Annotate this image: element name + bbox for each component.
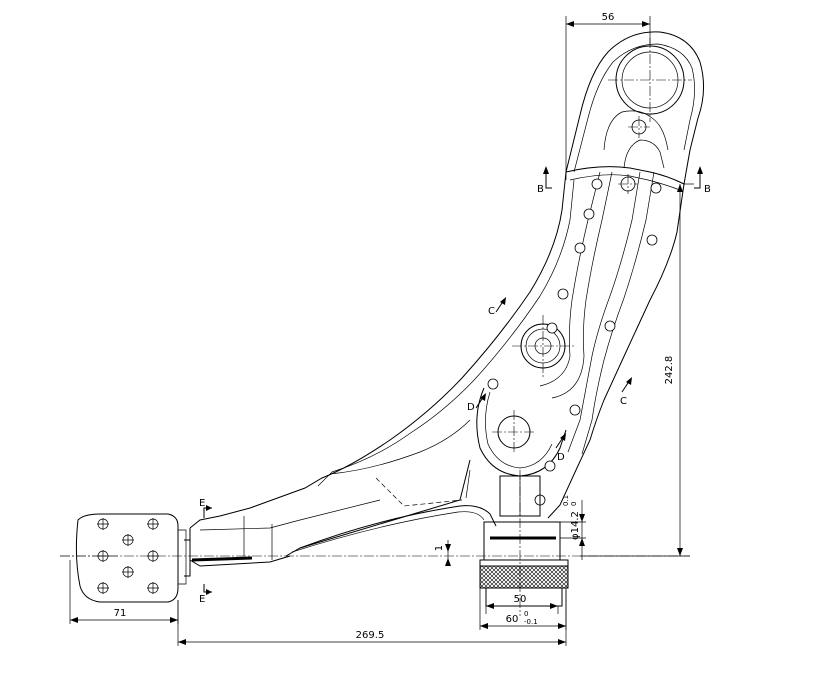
dim-bushing-inner: 50 xyxy=(485,594,559,614)
small-bore-upper xyxy=(628,116,650,138)
ball-joint-bore xyxy=(512,315,574,377)
section-c-upper-text: C xyxy=(488,306,495,317)
section-e-lower: E xyxy=(199,584,212,605)
section-b-right: B xyxy=(694,166,711,195)
dim-overall-length-text: 269.5 xyxy=(356,630,385,641)
dim-bushing-inner-text: 50 xyxy=(514,594,527,605)
section-b-right-text: B xyxy=(704,184,711,195)
rib-holes xyxy=(487,178,662,506)
section-d-right-text: D xyxy=(557,452,565,463)
section-d-left-text: D xyxy=(467,402,475,413)
top-eye-bore xyxy=(608,38,692,122)
dim-bushing-dia: φ14.2 0.1 0 xyxy=(560,495,586,560)
dim-bushing-dia-tol-lower: 0 xyxy=(570,502,578,506)
bushing-knurl xyxy=(479,565,569,589)
ball-stud xyxy=(60,513,191,603)
dim-offset: 1 xyxy=(434,540,451,566)
dim-ball-stud-text: 71 xyxy=(114,608,127,619)
section-b-left: B xyxy=(537,166,552,195)
section-d-left: D xyxy=(467,393,486,413)
dim-bushing-outer: 60 0 -0.1 xyxy=(479,588,567,630)
ball-stud-markers xyxy=(97,518,159,594)
section-c-lower: C xyxy=(620,377,632,407)
section-c-upper: C xyxy=(488,297,506,317)
small-bore-rib xyxy=(618,174,638,194)
dim-top-width-text: 56 xyxy=(602,12,615,23)
section-d-right: D xyxy=(555,433,566,463)
dim-bushing-dia-text: φ14.2 xyxy=(570,511,581,540)
dim-height: 242.8 xyxy=(580,183,694,557)
section-e-upper: E xyxy=(199,498,212,518)
dim-top-width: 56 xyxy=(565,12,651,180)
section-c-lower-text: C xyxy=(620,396,627,407)
dim-bushing-outer-tol-upper: 0 xyxy=(524,610,528,618)
arm-outline xyxy=(189,31,704,567)
dim-bushing-outer-tol-lower: -0.1 xyxy=(524,618,538,626)
dim-bushing-outer-text: 60 xyxy=(506,614,519,625)
section-b-left-text: B xyxy=(537,184,544,195)
dim-bushing-dia-tol-upper: 0.1 xyxy=(562,495,570,506)
dim-offset-text: 1 xyxy=(434,545,445,551)
front-boss-bore xyxy=(492,410,536,454)
section-e-upper-text: E xyxy=(199,498,205,509)
dim-height-text: 242.8 xyxy=(664,356,675,385)
section-e-lower-text: E xyxy=(199,594,205,605)
